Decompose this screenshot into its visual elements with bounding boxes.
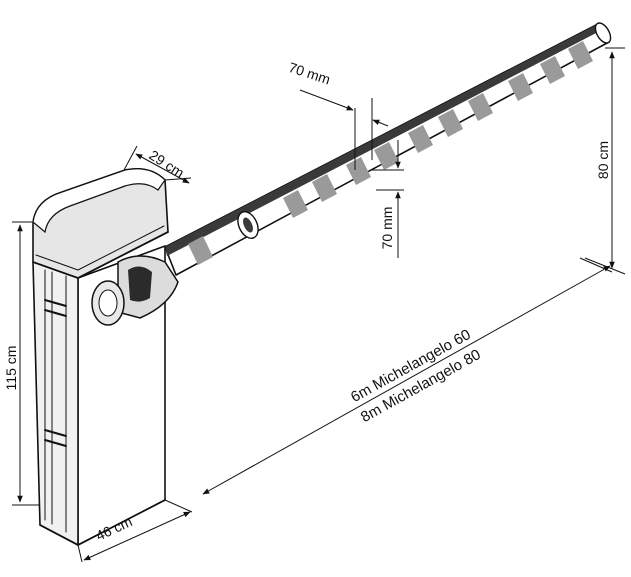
boom-stripes — [188, 41, 593, 265]
boom-height-label: 70 mm — [379, 207, 395, 250]
boom-arm — [164, 22, 612, 276]
clearance-label: 80 cm — [595, 141, 611, 179]
height-label: 115 cm — [3, 346, 19, 391]
boom-hub — [91, 255, 179, 326]
dimension-lines — [12, 47, 626, 563]
boom-width-label: 70 mm — [287, 59, 333, 87]
